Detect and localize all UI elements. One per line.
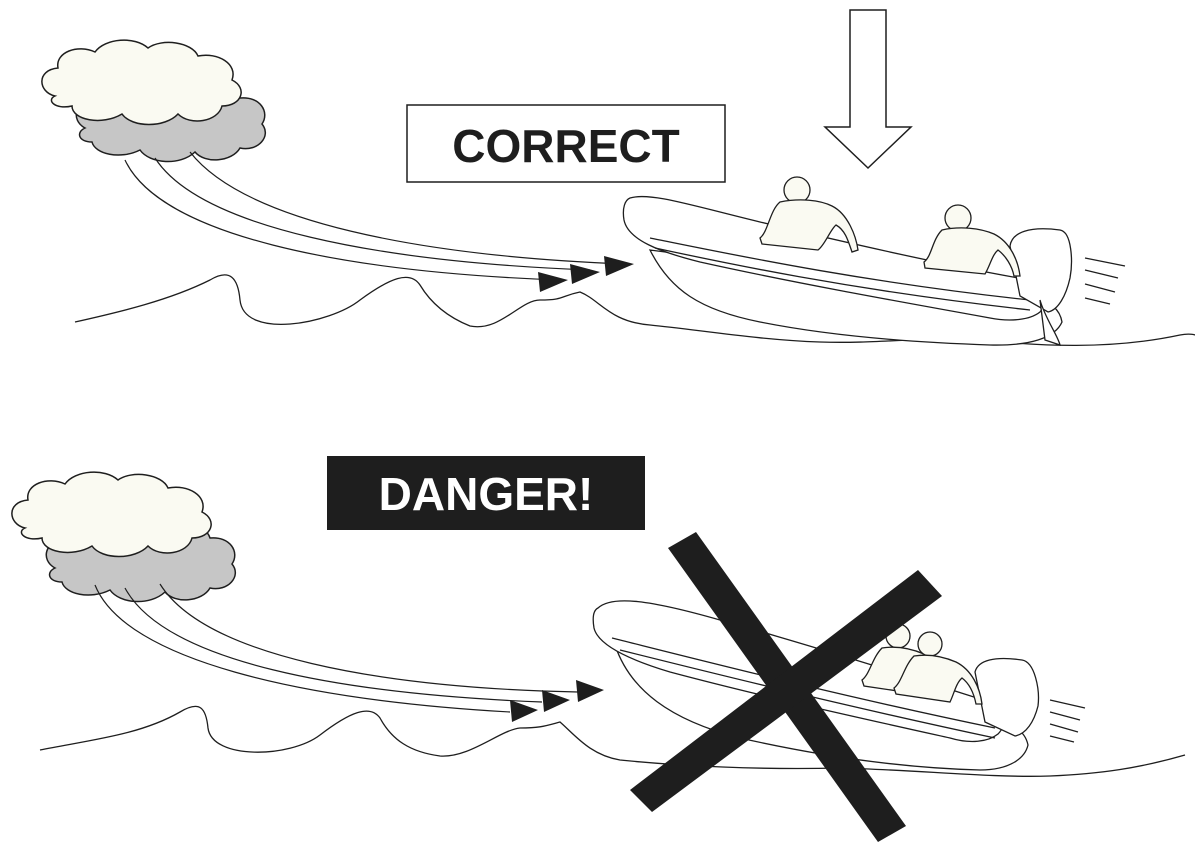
wind-lines bbox=[95, 584, 578, 712]
cloud-icon bbox=[42, 40, 265, 161]
person-figure bbox=[760, 177, 858, 252]
danger-label-text: DANGER! bbox=[379, 468, 594, 520]
wind-arrow-icon bbox=[538, 256, 634, 292]
cloud-icon bbox=[12, 472, 235, 601]
correct-label: CORRECT bbox=[407, 105, 725, 182]
correct-panel: CORRECT bbox=[42, 10, 1195, 345]
correct-label-text: CORRECT bbox=[452, 120, 679, 172]
danger-label: DANGER! bbox=[327, 456, 645, 530]
inflatable-boat-icon bbox=[623, 177, 1125, 345]
danger-panel: DANGER! bbox=[12, 456, 1185, 842]
down-arrow-icon bbox=[825, 10, 911, 168]
person-figure bbox=[924, 205, 1020, 276]
